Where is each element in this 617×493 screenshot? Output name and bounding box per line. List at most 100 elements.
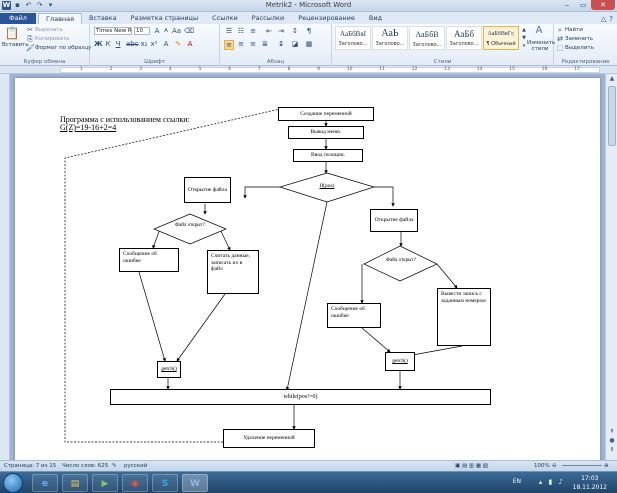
multilevel-list-icon[interactable]: ≡ bbox=[250, 27, 256, 35]
show-marks-icon[interactable]: ¶ bbox=[306, 27, 312, 35]
superscript-icon[interactable]: x² bbox=[150, 40, 158, 48]
status-word-count[interactable]: Число слов: 625 bbox=[62, 463, 109, 469]
scroll-thumb[interactable] bbox=[608, 86, 616, 146]
box-input-position[interactable]: Ввод позиции. bbox=[293, 149, 363, 162]
tab-review[interactable]: Рецензирование bbox=[298, 14, 355, 22]
cut-icon[interactable]: ✂ bbox=[27, 26, 33, 34]
style-heading-2[interactable]: АаЬ Заголово... bbox=[372, 26, 408, 50]
borders-icon[interactable]: ▦ bbox=[305, 40, 313, 48]
style-normal[interactable]: АаБбВвГг, ¶ Обычный bbox=[483, 26, 519, 50]
format-painter-button[interactable]: Формат по образцу bbox=[35, 45, 92, 51]
paste-icon[interactable]: 📋 bbox=[4, 26, 20, 40]
box-open-file-right[interactable]: Открытие файла bbox=[370, 209, 418, 232]
proofing-icon[interactable]: ✎ bbox=[112, 463, 117, 469]
tab-mailings[interactable]: Рассылки bbox=[251, 14, 285, 22]
decrease-indent-icon[interactable]: ⇤ bbox=[266, 27, 272, 35]
next-page-icon[interactable]: ⇟ bbox=[609, 446, 615, 453]
shading-icon[interactable]: ◪ bbox=[291, 40, 299, 48]
select-button[interactable]: Выделить bbox=[565, 45, 594, 51]
box-read-data[interactable]: Считать данные, записать их в файл bbox=[207, 250, 259, 294]
strikethrough-icon[interactable]: abc bbox=[126, 40, 139, 48]
styles-scroll-down-icon[interactable]: ▼ bbox=[522, 35, 526, 41]
style-heading-3[interactable]: АаБбВ Заголово... bbox=[409, 26, 445, 50]
copy-button[interactable]: Копировать bbox=[35, 36, 70, 42]
bold-icon[interactable]: Ж bbox=[94, 40, 103, 48]
redo-icon[interactable]: ↷ bbox=[36, 1, 43, 9]
maximize-button[interactable]: ▭ bbox=[579, 1, 587, 9]
status-language[interactable]: русский bbox=[124, 463, 148, 469]
highlight-icon[interactable]: ✎ bbox=[175, 40, 181, 48]
minimize-button[interactable]: ‒ bbox=[564, 1, 570, 9]
skype-icon[interactable]: S bbox=[152, 474, 178, 492]
find-button[interactable]: Найти bbox=[565, 27, 583, 33]
find-icon[interactable]: ⌕ bbox=[558, 26, 562, 34]
tab-insert[interactable]: Вставка bbox=[89, 14, 117, 22]
font-color-icon[interactable]: A bbox=[187, 40, 193, 48]
subscript-icon[interactable]: x₂ bbox=[140, 40, 148, 48]
font-name-select[interactable]: Times New Ro bbox=[94, 27, 132, 35]
tab-page-layout[interactable]: Разметка страницы bbox=[130, 14, 199, 22]
select-icon[interactable]: ⬚ bbox=[556, 44, 564, 52]
increase-indent-icon[interactable]: ⇥ bbox=[278, 27, 284, 35]
style-heading-4[interactable]: АаБб Заголово... bbox=[446, 26, 482, 50]
tab-view[interactable]: Вид bbox=[368, 14, 383, 22]
sort-icon[interactable]: ↕ bbox=[292, 27, 298, 35]
zoom-slider[interactable] bbox=[562, 465, 602, 466]
copy-icon[interactable]: ⎘ bbox=[27, 35, 33, 43]
undo-icon[interactable]: ↶ bbox=[25, 1, 32, 9]
box-getch-right[interactable]: getch() bbox=[385, 352, 415, 371]
prev-page-icon[interactable]: ⇞ bbox=[609, 428, 615, 435]
box-error-left[interactable]: Сообщение об ошибке bbox=[119, 248, 179, 272]
browse-object-icon[interactable]: ● bbox=[609, 437, 615, 444]
zoom-out-icon[interactable]: ⊖ bbox=[552, 463, 557, 469]
box-menu-output[interactable]: Вывод меню. bbox=[288, 126, 364, 139]
styles-scroll-up-icon[interactable]: ▲ bbox=[522, 27, 526, 33]
tab-file[interactable]: Файл bbox=[0, 13, 36, 24]
scroll-up-icon[interactable]: ▲ bbox=[609, 75, 615, 82]
align-left-icon[interactable]: ≡ bbox=[224, 40, 234, 50]
help-icon[interactable]: ? bbox=[609, 14, 613, 23]
box-output-record[interactable]: Вывести запись с заданным номером bbox=[437, 288, 491, 346]
vertical-ruler[interactable] bbox=[0, 74, 10, 460]
cut-button[interactable]: Вырезать bbox=[35, 27, 63, 33]
media-player-icon[interactable]: ▶ bbox=[92, 474, 118, 492]
text-effects-icon[interactable]: A bbox=[163, 40, 169, 48]
vertical-scrollbar[interactable]: ▲ ⇞ ● ⇟ bbox=[605, 74, 617, 460]
shrink-font-icon[interactable]: A bbox=[164, 28, 168, 34]
clock[interactable]: 17:03 18.11.2012 bbox=[573, 472, 607, 493]
numbering-icon[interactable]: ☷ bbox=[237, 27, 245, 35]
save-icon[interactable]: ▪ bbox=[15, 1, 20, 9]
box-delete-variable[interactable]: Удаление переменной bbox=[223, 429, 315, 448]
customize-qat-icon[interactable]: ▾ bbox=[48, 1, 53, 9]
justify-icon[interactable]: ≣ bbox=[262, 40, 268, 48]
explorer-icon[interactable]: ▤ bbox=[62, 474, 88, 492]
view-buttons-icon[interactable]: ▣ ▤ ▥ ▦ ▧ bbox=[455, 463, 488, 469]
replace-button[interactable]: Заменить bbox=[565, 36, 594, 42]
replace-icon[interactable]: ⇄ bbox=[557, 35, 563, 43]
grow-font-icon[interactable]: A bbox=[154, 27, 160, 35]
box-error-right[interactable]: Сообщение об ошибке bbox=[327, 303, 381, 328]
status-page[interactable]: Страница: 7 из 15 bbox=[4, 463, 57, 469]
status-zoom[interactable]: 100% bbox=[534, 463, 550, 469]
document-page[interactable]: Программа с использованием ссылки: G(Z)=… bbox=[15, 78, 600, 460]
underline-icon[interactable]: Ч bbox=[115, 40, 121, 48]
input-language[interactable]: EN bbox=[512, 478, 521, 485]
change-styles-button[interactable]: Изменить стили bbox=[527, 40, 556, 52]
paste-button[interactable]: Вставить bbox=[2, 42, 29, 48]
chrome-icon[interactable]: ◉ bbox=[122, 474, 148, 492]
change-case-icon[interactable]: Aa bbox=[172, 27, 182, 35]
font-size-select[interactable]: 10 bbox=[134, 27, 150, 35]
format-painter-icon[interactable]: 🖌 bbox=[26, 44, 35, 52]
word-logo-icon[interactable]: W bbox=[2, 1, 11, 10]
tab-references[interactable]: Ссылки bbox=[212, 14, 238, 22]
align-center-icon[interactable]: ≡ bbox=[238, 40, 244, 48]
minimize-ribbon-icon[interactable]: △ bbox=[600, 14, 607, 23]
align-right-icon[interactable]: ≡ bbox=[250, 40, 256, 48]
word-taskbar-icon[interactable]: W bbox=[182, 474, 208, 492]
zoom-in-icon[interactable]: ⊕ bbox=[604, 463, 609, 469]
tab-home[interactable]: Главная bbox=[37, 13, 83, 24]
box-open-file-left[interactable]: Открытие файла bbox=[184, 177, 231, 203]
close-button[interactable]: ✕ bbox=[591, 0, 615, 10]
tray-icons[interactable]: ▴ ▮ ♪ bbox=[538, 478, 565, 486]
